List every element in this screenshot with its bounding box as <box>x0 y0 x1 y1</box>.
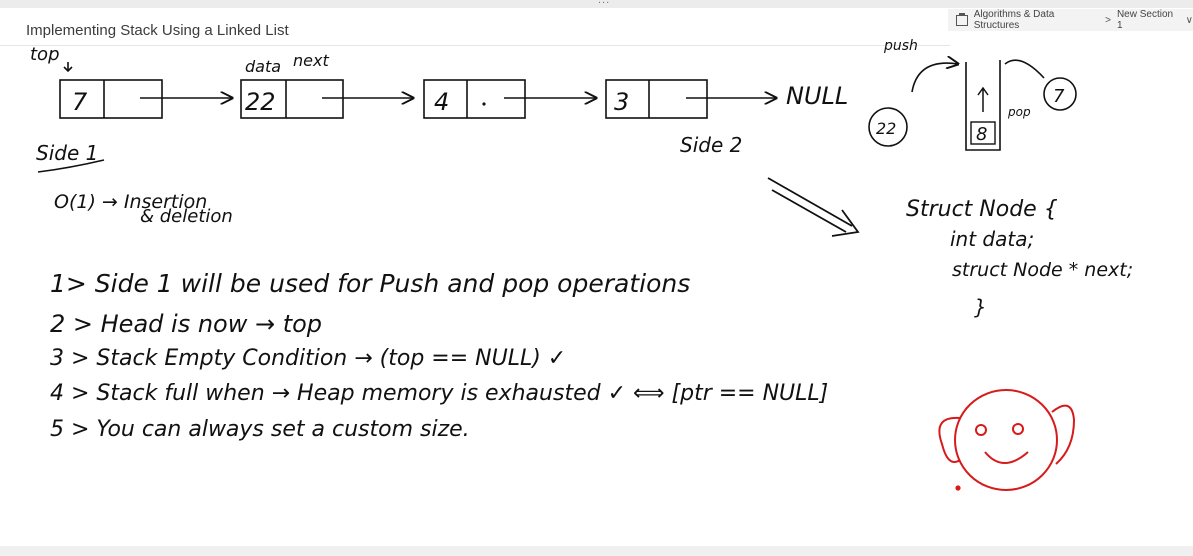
top-pointer-arrow <box>63 62 73 73</box>
next-field-label: next <box>293 51 329 70</box>
data-field-label: data <box>245 57 281 76</box>
note-line-2: 2 > Head is now → top <box>50 310 322 338</box>
breadcrumb-separator: > <box>1105 14 1111 26</box>
list-node: 3 <box>605 79 708 119</box>
node-data: 4 <box>434 88 449 116</box>
stack-container <box>965 60 1001 151</box>
struct-line-4: } <box>974 295 987 319</box>
pop-arrow-icon <box>1004 59 1045 79</box>
pop-label: pop <box>1007 105 1031 119</box>
left-item-value: 22 <box>876 119 896 138</box>
page-title: Implementing Stack Using a Linked List <box>26 22 289 39</box>
node-data: 3 <box>614 88 629 116</box>
list-node: 4 <box>423 79 526 119</box>
note-line-3: 3 > Stack Empty Condition → (top == NULL… <box>50 346 566 371</box>
top-label: top <box>30 44 60 65</box>
top-drag-bar[interactable]: ... <box>0 0 1193 8</box>
side-2-label: Side 2 <box>680 133 742 157</box>
push-label: push <box>883 38 918 54</box>
note-line-1: 1> Side 1 will be used for Push and pop … <box>50 269 690 298</box>
side-1-underline <box>37 159 105 173</box>
list-node: 22 <box>240 79 344 119</box>
stack-item: 8 <box>976 124 987 145</box>
struct-line-3: struct Node * next; <box>952 259 1133 281</box>
node-data: 7 <box>72 88 88 116</box>
item-circle <box>1043 77 1077 111</box>
struct-line-1: Struct Node { <box>906 197 1058 222</box>
complexity-note: O(1) → Insertion <box>54 191 207 213</box>
right-item-value: 7 <box>1053 86 1065 107</box>
breadcrumb-section[interactable]: New Section 1 <box>1116 9 1174 31</box>
null-label: NULL <box>786 82 848 110</box>
struct-line-2: int data; <box>950 227 1034 251</box>
title-divider <box>0 45 950 46</box>
note-line-4: 4 > Stack full when → Heap memory is exh… <box>50 381 828 406</box>
complexity-note-2: & deletion <box>140 206 233 227</box>
node-data: 22 <box>245 88 276 116</box>
push-arrow-icon <box>911 63 958 93</box>
page-icon <box>956 12 968 26</box>
breadcrumb-notebook[interactable]: Algorithms & Data Structures <box>973 9 1055 31</box>
note-line-5: 5 > You can always set a custom size. <box>50 417 470 442</box>
up-arrow-icon <box>977 86 989 112</box>
smiley-face-icon <box>938 389 1076 491</box>
side-1-label: Side 1 <box>36 141 98 165</box>
list-node: 7 <box>59 79 163 119</box>
bottom-scroll-area[interactable] <box>0 546 1193 556</box>
transform-arrow-icon <box>767 177 860 237</box>
chevron-down-icon[interactable]: ∨ <box>1185 14 1193 26</box>
item-circle <box>868 107 908 147</box>
breadcrumb[interactable]: Algorithms & Data Structures > New Secti… <box>948 9 1193 31</box>
drag-handle-icon[interactable]: ... <box>598 0 611 6</box>
